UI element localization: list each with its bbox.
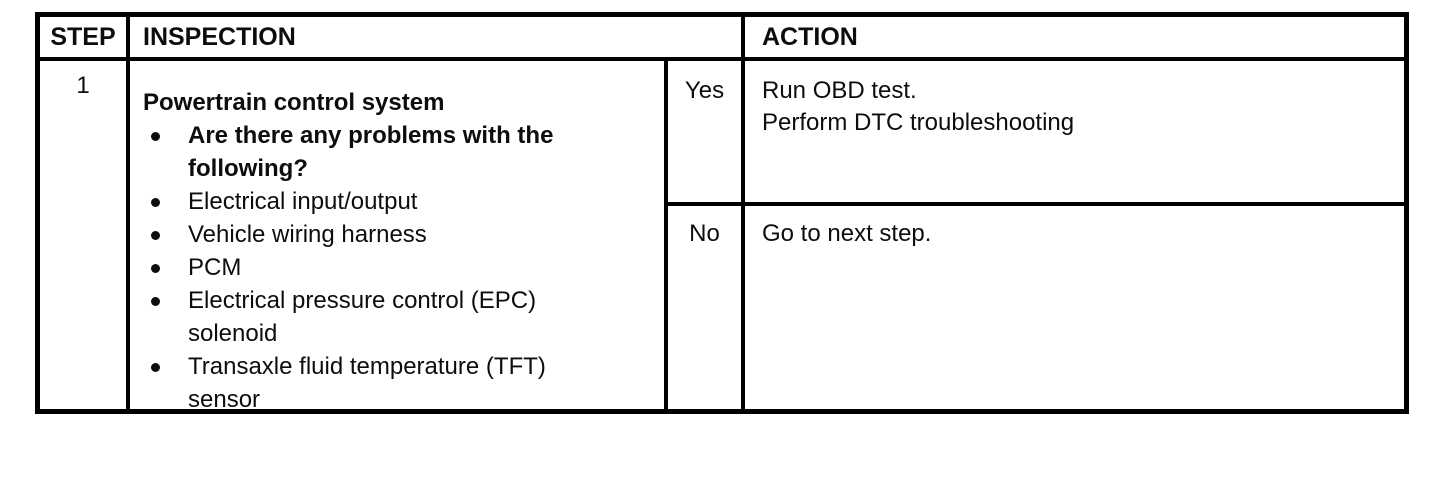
inspection-title: Powertrain control system: [143, 89, 445, 116]
bullet-icon: [151, 264, 160, 273]
bullet-icon: [151, 363, 160, 372]
bullet-item: PCM: [143, 251, 656, 284]
answer-yes-label: Yes: [668, 61, 745, 206]
header-step: STEP: [40, 17, 130, 61]
bullet-icon: [151, 198, 160, 207]
action-no-cell: Go to next step.: [745, 206, 1404, 409]
bullet-icon: [151, 132, 160, 141]
bullet-item: Vehicle wiring harness: [143, 218, 656, 251]
bullet-text: Are there any problems with the followin…: [188, 122, 554, 182]
bullet-text: PCM: [188, 254, 242, 281]
header-action: ACTION: [745, 17, 1404, 61]
bullet-text: Electrical pressure control (EPC) soleno…: [188, 287, 537, 347]
bullet-icon: [151, 297, 160, 306]
step-number: 1: [40, 61, 130, 409]
action-line: Run OBD test.: [762, 77, 917, 104]
bullet-text: Vehicle wiring harness: [188, 221, 427, 248]
header-inspection: INSPECTION: [130, 17, 745, 61]
bullet-item: Are there any problems with the followin…: [143, 119, 656, 185]
bullet-item: Electrical input/output: [143, 185, 656, 218]
bullet-item: Transaxle fluid temperature (TFT) sensor: [143, 350, 656, 416]
bullet-text: Transaxle fluid temperature (TFT) sensor: [188, 353, 546, 413]
inspection-cell: Powertrain control system Are there any …: [130, 61, 668, 413]
troubleshooting-table: STEP INSPECTION ACTION 1 Powertrain cont…: [35, 12, 1409, 414]
action-line: Go to next step.: [762, 220, 932, 247]
bullet-icon: [151, 231, 160, 240]
bullet-item: Electrical pressure control (EPC) soleno…: [143, 284, 656, 350]
action-yes-cell: Run OBD test. Perform DTC troubleshootin…: [745, 61, 1404, 206]
bullet-text: Electrical input/output: [188, 188, 418, 215]
action-line: Perform DTC troubleshooting: [762, 109, 1075, 136]
answer-no-label: No: [668, 206, 745, 409]
